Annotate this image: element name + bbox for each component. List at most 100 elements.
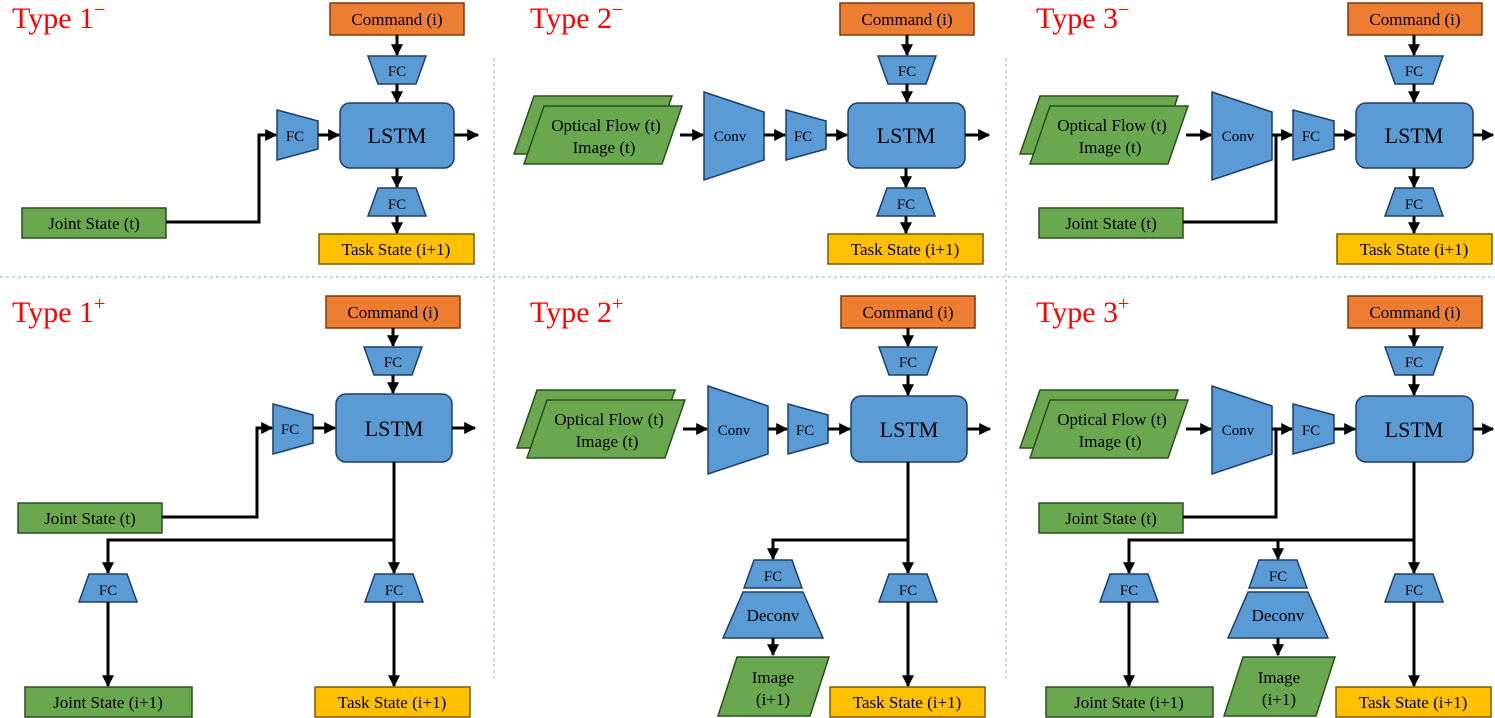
fc-image-out — [1247, 559, 1309, 589]
command-label: Command (i) — [861, 10, 952, 29]
fc-top — [362, 346, 424, 376]
conv-block — [707, 384, 769, 476]
fc-joint-out-label: FC — [1120, 583, 1138, 599]
fc-top — [1383, 346, 1445, 376]
panel-title: Type 2+ — [530, 293, 623, 329]
deconv-block — [1226, 591, 1330, 639]
deconv-label: Deconv — [1252, 606, 1305, 625]
conv-label: Conv — [1222, 129, 1255, 145]
task-state-label: Task State (i+1) — [338, 693, 446, 712]
task-state-box — [1336, 233, 1493, 265]
task-state-box — [318, 233, 475, 265]
joint-state-box — [17, 502, 163, 534]
fc-in — [276, 109, 319, 161]
fc-in — [1292, 403, 1335, 455]
image-next-sub: (i+1) — [1262, 690, 1296, 709]
lstm-label: LSTM — [880, 417, 939, 442]
panel-type-2-minus: Type 2− Command (i) FC LSTM Optical Flow… — [512, 0, 991, 265]
image-next-sub: (i+1) — [756, 690, 790, 709]
fc-out-label: FC — [388, 197, 406, 213]
task-state-label: Task State (i+1) — [342, 240, 450, 259]
optical-flow-front — [1028, 399, 1190, 459]
lstm-label: LSTM — [877, 123, 936, 148]
image-next — [1222, 656, 1337, 717]
lstm-label: LSTM — [1385, 417, 1444, 442]
image-next — [716, 656, 831, 717]
optical-flow-label: Optical Flow (t) — [1057, 410, 1167, 429]
image-label: Image (t) — [1079, 432, 1142, 451]
command-box — [839, 2, 975, 36]
fc-out — [366, 187, 428, 217]
panel-title: Type 3+ — [1036, 293, 1129, 329]
fc-joint-out-label: FC — [99, 583, 117, 599]
task-state-box — [829, 686, 986, 718]
command-label: Command (i) — [862, 303, 953, 322]
panel-type-1-plus: Type 1+ Command (i) FC LSTM FC Joint Sta… — [12, 293, 477, 718]
panel-type-1-minus: Type 1− Command (i) FC LSTM FC Joint Sta… — [12, 0, 480, 265]
task-state-label: Task State (i+1) — [1359, 693, 1467, 712]
command-box — [325, 295, 461, 329]
fc-in — [1292, 109, 1335, 161]
panel-title: Type 2− — [530, 0, 623, 35]
image-next-label: Image — [1258, 668, 1300, 687]
task-state-label: Task State (i+1) — [851, 240, 959, 259]
optical-flow-label: Optical Flow (t) — [551, 116, 661, 135]
fc-top-label: FC — [898, 64, 916, 80]
fc-top — [877, 346, 939, 376]
joint-state-label: Joint State (t) — [48, 214, 140, 233]
fc-in-label: FC — [1302, 423, 1320, 439]
optical-flow-front — [522, 105, 684, 165]
deconv-block — [721, 591, 825, 639]
fc-task-out — [363, 573, 425, 603]
task-state-box — [314, 686, 471, 718]
panel-title: Type 1− — [12, 0, 105, 35]
fc-joint-out — [1098, 573, 1160, 603]
task-state-label: Task State (i+1) — [1360, 240, 1468, 259]
conv-label: Conv — [714, 129, 747, 145]
fc-task-out — [877, 573, 939, 603]
joint-state-next-label: Joint State (i+1) — [53, 693, 163, 712]
joint-state-label: Joint State (t) — [1065, 214, 1157, 233]
task-state-box — [827, 233, 984, 265]
lstm-label: LSTM — [365, 416, 424, 441]
fc-in-label: FC — [796, 423, 814, 439]
fc-out — [1383, 187, 1445, 217]
image-label: Image (t) — [576, 432, 639, 451]
fc-in-label: FC — [286, 129, 304, 145]
task-state-label: Task State (i+1) — [853, 693, 961, 712]
command-label: Command (i) — [347, 303, 438, 322]
fc-joint-out — [77, 573, 139, 603]
command-label: Command (i) — [1369, 303, 1460, 322]
fc-in-label: FC — [794, 129, 812, 145]
fc-in-label: FC — [1302, 129, 1320, 145]
fc-top-label: FC — [388, 64, 406, 80]
panel-type-2-plus: Type 2+ Command (i) FC LSTM Optical Flow… — [515, 293, 992, 718]
joint-state-box — [1038, 207, 1184, 239]
fc-task-out-label: FC — [899, 583, 917, 599]
fc-task-out-label: FC — [1405, 583, 1423, 599]
image-label: Image (t) — [573, 138, 636, 157]
optical-flow-front — [525, 399, 687, 459]
fc-out-label: FC — [897, 197, 915, 213]
joint-state-next-box — [24, 686, 193, 718]
fc-out — [875, 187, 937, 217]
panel-title: Type 3− — [1036, 0, 1129, 35]
fc-top-label: FC — [899, 355, 917, 371]
image-next-label: Image — [752, 668, 794, 687]
lstm-label: LSTM — [1385, 123, 1444, 148]
fc-image-out — [742, 559, 804, 589]
optical-flow-label: Optical Flow (t) — [554, 410, 664, 429]
fc-top — [1383, 55, 1445, 85]
joint-state-next-box — [1045, 686, 1214, 718]
lstm-label: LSTM — [368, 123, 427, 148]
command-label: Command (i) — [1369, 10, 1460, 29]
fc-in-label: FC — [281, 422, 299, 438]
joint-state-box — [1038, 502, 1184, 534]
panel-type-3-plus: Type 3+ Command (i) FC LSTM Optical Flow… — [1018, 293, 1495, 718]
joint-state-label: Joint State (t) — [1065, 509, 1157, 528]
optical-flow-front — [1028, 105, 1190, 165]
joint-state-next-label: Joint State (i+1) — [1074, 693, 1184, 712]
panel-type-3-minus: Type 3− Command (i) FC LSTM Optical Flow… — [1018, 0, 1495, 265]
fc-top-label: FC — [384, 355, 402, 371]
fc-out-label: FC — [1405, 197, 1423, 213]
